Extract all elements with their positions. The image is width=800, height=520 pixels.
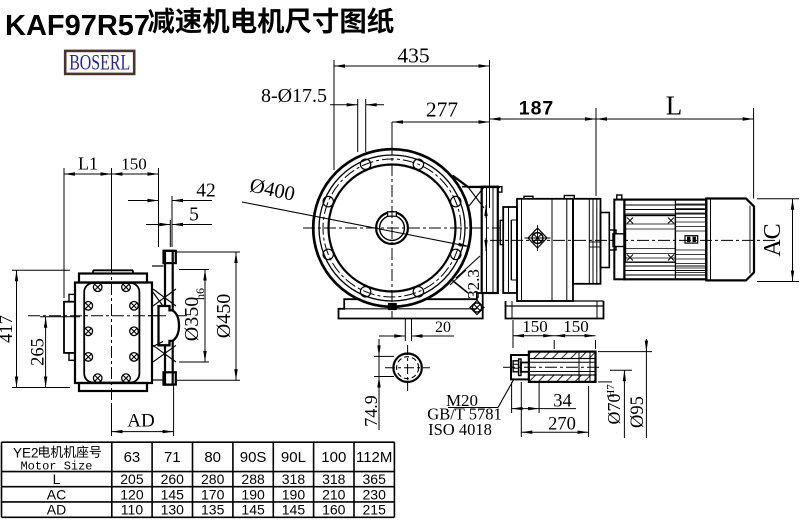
svg-text:135: 135 (201, 502, 225, 518)
svg-text:110: 110 (121, 502, 144, 518)
svg-text:277: 277 (426, 98, 459, 122)
svg-text:63: 63 (124, 449, 141, 466)
svg-text:260: 260 (161, 471, 185, 487)
svg-text:100: 100 (321, 449, 346, 466)
svg-text:L: L (53, 471, 61, 487)
svg-text:Ø450: Ø450 (213, 294, 235, 338)
svg-text:YE2: YE2 (13, 445, 39, 460)
svg-text:32.3: 32.3 (464, 269, 483, 299)
svg-text:265: 265 (29, 338, 49, 366)
svg-text:417: 417 (0, 315, 17, 343)
svg-text:318: 318 (282, 471, 306, 487)
svg-text:210: 210 (322, 486, 346, 502)
svg-text:AD: AD (47, 502, 66, 518)
svg-text:42: 42 (196, 181, 216, 202)
svg-text:145: 145 (282, 502, 306, 518)
svg-text:288: 288 (241, 471, 265, 487)
svg-text:L: L (666, 91, 683, 121)
svg-text:130: 130 (161, 502, 185, 518)
svg-text:71: 71 (164, 449, 181, 466)
svg-text:L1: L1 (78, 154, 98, 174)
svg-text:145: 145 (161, 486, 185, 502)
svg-text:KAF97R57: KAF97R57 (5, 10, 150, 42)
svg-text:BOSERL: BOSERL (69, 50, 130, 75)
svg-text:h6: h6 (193, 288, 207, 300)
svg-text:AC: AC (760, 223, 786, 256)
svg-text:187: 187 (519, 98, 555, 120)
svg-text:AD: AD (127, 411, 154, 432)
svg-text:8-Ø17.5: 8-Ø17.5 (261, 85, 327, 107)
svg-text:Ø95: Ø95 (628, 396, 648, 428)
svg-text:GB/T 5781: GB/T 5781 (427, 405, 501, 424)
svg-text:190: 190 (241, 486, 265, 502)
svg-text:20: 20 (435, 319, 451, 336)
svg-text:230: 230 (363, 486, 387, 502)
svg-text:80: 80 (204, 449, 221, 466)
svg-text:190: 190 (282, 486, 306, 502)
svg-text:AC: AC (47, 486, 66, 502)
svg-text:90S: 90S (240, 449, 267, 466)
svg-text:H7: H7 (605, 384, 617, 398)
svg-text:Ø350: Ø350 (181, 297, 203, 341)
svg-text:Motor Size: Motor Size (20, 460, 92, 474)
svg-text:5: 5 (189, 205, 199, 226)
svg-text:215: 215 (363, 502, 387, 518)
svg-text:150: 150 (121, 155, 147, 174)
svg-text:90L: 90L (281, 449, 306, 466)
svg-text:Ø70: Ø70 (604, 394, 624, 425)
svg-text:34: 34 (553, 392, 572, 412)
svg-text:170: 170 (201, 486, 225, 502)
svg-text:205: 205 (120, 471, 144, 487)
svg-text:270: 270 (548, 415, 576, 435)
svg-text:M20: M20 (446, 391, 478, 410)
svg-text:160: 160 (322, 502, 346, 518)
svg-text:280: 280 (201, 471, 225, 487)
svg-text:ISO 4018: ISO 4018 (428, 420, 492, 439)
svg-text:120: 120 (120, 486, 144, 502)
svg-text:145: 145 (241, 502, 265, 518)
svg-text:318: 318 (322, 471, 346, 487)
svg-text:74.9: 74.9 (361, 395, 381, 427)
svg-text:150: 150 (522, 317, 548, 336)
svg-text:150: 150 (563, 317, 589, 336)
svg-text:365: 365 (363, 471, 387, 487)
svg-text:435: 435 (397, 44, 429, 68)
svg-text:112M: 112M (356, 449, 392, 466)
